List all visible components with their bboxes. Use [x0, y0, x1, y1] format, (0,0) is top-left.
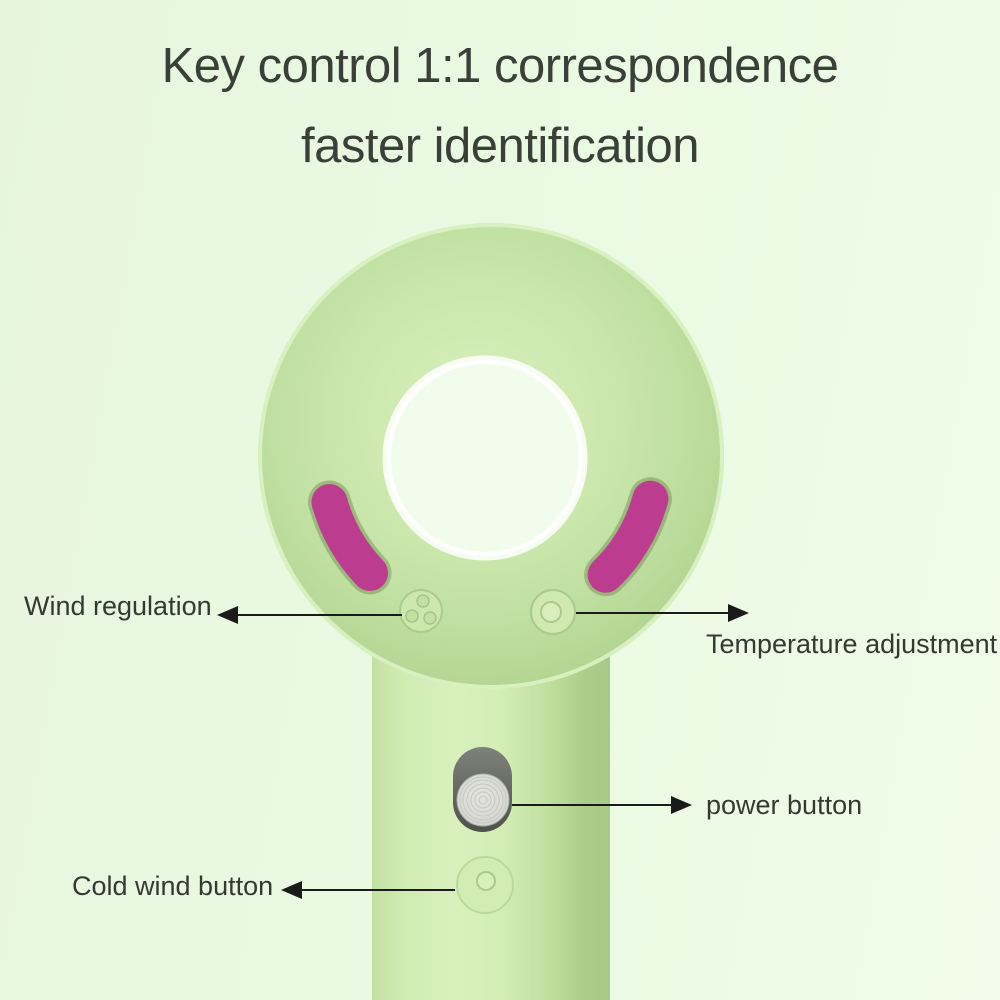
center-hole — [387, 360, 583, 556]
knob-texture — [459, 776, 507, 824]
title-line-2: faster identification — [300, 119, 700, 173]
vent-slots — [308, 477, 672, 597]
center-hole-glow — [382, 355, 588, 561]
title-line-1: Key control 1:1 correspondence — [161, 39, 839, 93]
vent-slot-left — [311, 484, 388, 591]
callout-arrows — [217, 604, 749, 899]
dryer-head-rim — [258, 223, 724, 689]
cold-wind-button — [456, 856, 514, 914]
temperature-button — [530, 589, 576, 635]
arrow-right-icon — [671, 796, 692, 814]
fan-icon — [405, 594, 437, 625]
arrow-left-icon — [281, 881, 302, 899]
arrow-left-icon — [217, 606, 238, 624]
slider-knob-icon — [456, 773, 510, 827]
wind-speed-button — [399, 589, 443, 633]
arrow-right-icon — [728, 604, 749, 622]
power-slider — [453, 747, 512, 832]
page-title: Key control 1:1 correspondence faster id… — [0, 38, 1000, 174]
temperature-adjustment-label: Temperature adjustment — [706, 629, 998, 659]
cold-wind-button-label: Cold wind button — [72, 871, 274, 901]
wind-regulation-label: Wind regulation — [24, 591, 212, 621]
power-button-label: power button — [706, 790, 863, 820]
vent-slot-right — [587, 480, 669, 593]
